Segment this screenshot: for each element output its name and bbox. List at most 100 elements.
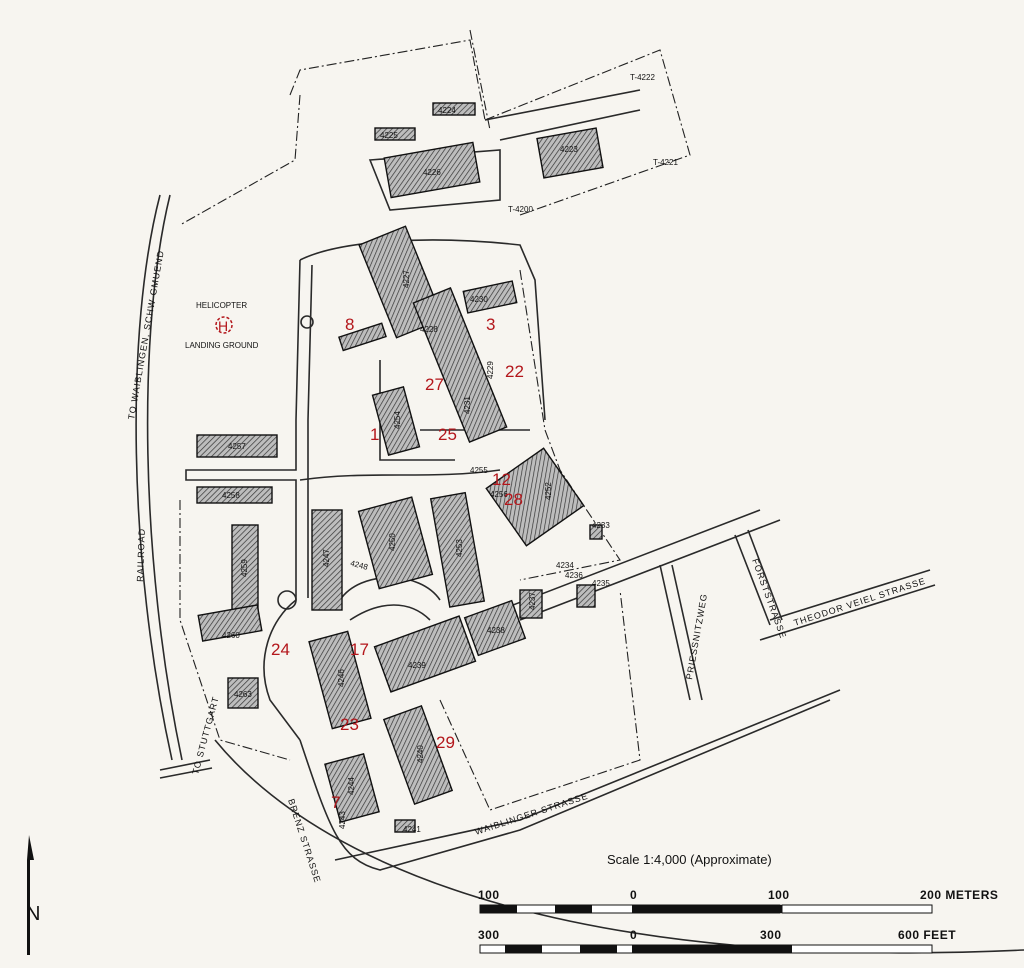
label-4248: 4248: [349, 559, 369, 572]
building-4244: [324, 752, 380, 824]
scale-feet-label-right: 300: [760, 928, 782, 942]
label-4255: 4255: [470, 466, 488, 475]
marker-22: 22: [505, 362, 524, 381]
label-4224: 4224: [438, 106, 456, 115]
north-arrow: N: [26, 835, 40, 955]
label-4235: 4235: [592, 579, 610, 588]
label-4250: 4250: [388, 533, 397, 551]
building-4250: [357, 496, 434, 590]
label-theodor-veiel-strasse: THEODOR VEIEL STRASSE: [793, 576, 928, 628]
scale-feet-label-left: 300: [478, 928, 500, 942]
label-4234: 4234: [556, 561, 574, 570]
label-4254: 4254: [393, 411, 402, 429]
scale-bar-feet: [479, 944, 933, 954]
building-4252: [485, 447, 585, 547]
label-4263: 4263: [234, 690, 252, 699]
fence-lines: [179, 29, 691, 811]
label-waiblinger-strasse: WAIBLINGER STRASSE: [474, 791, 590, 837]
north-symbol: N: [26, 903, 40, 925]
building-4235: [576, 584, 596, 608]
marker-7: 7: [331, 793, 340, 812]
label-4227: 4227: [402, 270, 411, 288]
label-4237: 4237: [528, 592, 537, 610]
label-t4222: T-4222: [630, 73, 655, 82]
scale-meters-label-right: 100: [768, 888, 790, 902]
marker-17: 17: [350, 640, 369, 659]
marker-3: 3: [486, 315, 495, 334]
marker-25: 25: [438, 425, 457, 444]
building-4233: [589, 524, 603, 540]
marker-24: 24: [271, 640, 290, 659]
building-4223: [536, 127, 604, 179]
building-4224: [432, 102, 476, 116]
building-4254: [371, 386, 421, 456]
label-to-waiblingen: TO WAIBLINGEN, SCHW GMUEND: [126, 249, 166, 420]
building-4239: [373, 615, 477, 693]
label-4252: 4252: [544, 482, 553, 500]
scale-meters-label-zero: 0: [630, 888, 638, 902]
building-4259: [231, 524, 259, 621]
label-4258: 4258: [222, 491, 240, 500]
building-4228: [338, 322, 387, 352]
marker-8: 8: [345, 315, 354, 334]
building-4257: [196, 434, 278, 458]
helicopter-landing-ground: HELICOPTER H LANDING GROUND: [185, 301, 259, 350]
red-markers: 8 3 22 27 25 1 12 28 24 17 23 29 7: [271, 315, 524, 812]
building-4246: [308, 630, 372, 730]
building-4263: [227, 677, 259, 709]
helipad-symbol: H: [218, 318, 228, 334]
building-4253: [429, 491, 486, 608]
building-4229: [412, 287, 508, 443]
scale-feet-label-end: 600 FEET: [898, 928, 957, 942]
label-4260: 4260: [222, 631, 240, 640]
building-4238: [463, 599, 527, 657]
building-4241: [394, 819, 416, 833]
building-4237: [519, 589, 543, 619]
building-4240: [382, 704, 454, 806]
building-4225: [374, 127, 416, 141]
label-4253: 4253: [455, 539, 464, 557]
marker-28: 28: [504, 490, 523, 509]
label-4257: 4257: [228, 442, 246, 451]
label-4223: 4223: [560, 145, 578, 154]
label-4231: 4231: [463, 396, 472, 414]
building-4226: [383, 141, 481, 199]
scale-bar-meters: [479, 904, 933, 914]
label-railroad: RAILROAD: [135, 528, 147, 582]
scale-meters-label-left: 100: [478, 888, 500, 902]
label-forststrasse: FORSTSTRASSE: [750, 557, 788, 640]
label-4239: 4239: [408, 661, 426, 670]
building-4230: [462, 280, 518, 314]
label-t4200: T-4200: [508, 205, 533, 214]
building-4258: [196, 486, 273, 504]
label-4241: 4241: [403, 825, 421, 834]
scale-feet-label-zero: 0: [630, 928, 638, 942]
label-4238: 4238: [487, 626, 505, 635]
label-4230: 4230: [470, 295, 488, 304]
label-4244: 4244: [347, 777, 356, 795]
label-4229: 4229: [486, 361, 495, 379]
label-4225: 4225: [380, 131, 398, 140]
label-4256: 4256: [490, 490, 508, 499]
label-4226: 4226: [423, 168, 441, 177]
label-4247: 4247: [322, 549, 331, 567]
building-4260: [197, 604, 263, 642]
marker-12: 12: [492, 470, 511, 489]
marker-23: 23: [340, 715, 359, 734]
label-4228: 4228: [420, 325, 438, 334]
scale-meters-label-end: 200 METERS: [920, 888, 999, 902]
buildings: [196, 102, 604, 833]
label-4246: 4246: [337, 669, 346, 687]
building-labels: 4225 4224 4226 4223 T-4222 T-4221 T-4200…: [222, 73, 678, 834]
label-4236: 4236: [565, 571, 583, 580]
label-4243: 4243: [338, 811, 347, 829]
label-brenz-strasse: BRENZ STRASSE: [286, 798, 323, 885]
label-4233: 4233: [592, 521, 610, 530]
scale-title: Scale 1:4,000 (Approximate): [607, 852, 772, 867]
marker-29: 29: [436, 733, 455, 752]
label-4259: 4259: [240, 559, 249, 577]
label-to-stuttgart: TO STUTTGART: [190, 695, 221, 776]
marker-1: 1: [370, 425, 379, 444]
label-4240: 4240: [416, 745, 425, 763]
